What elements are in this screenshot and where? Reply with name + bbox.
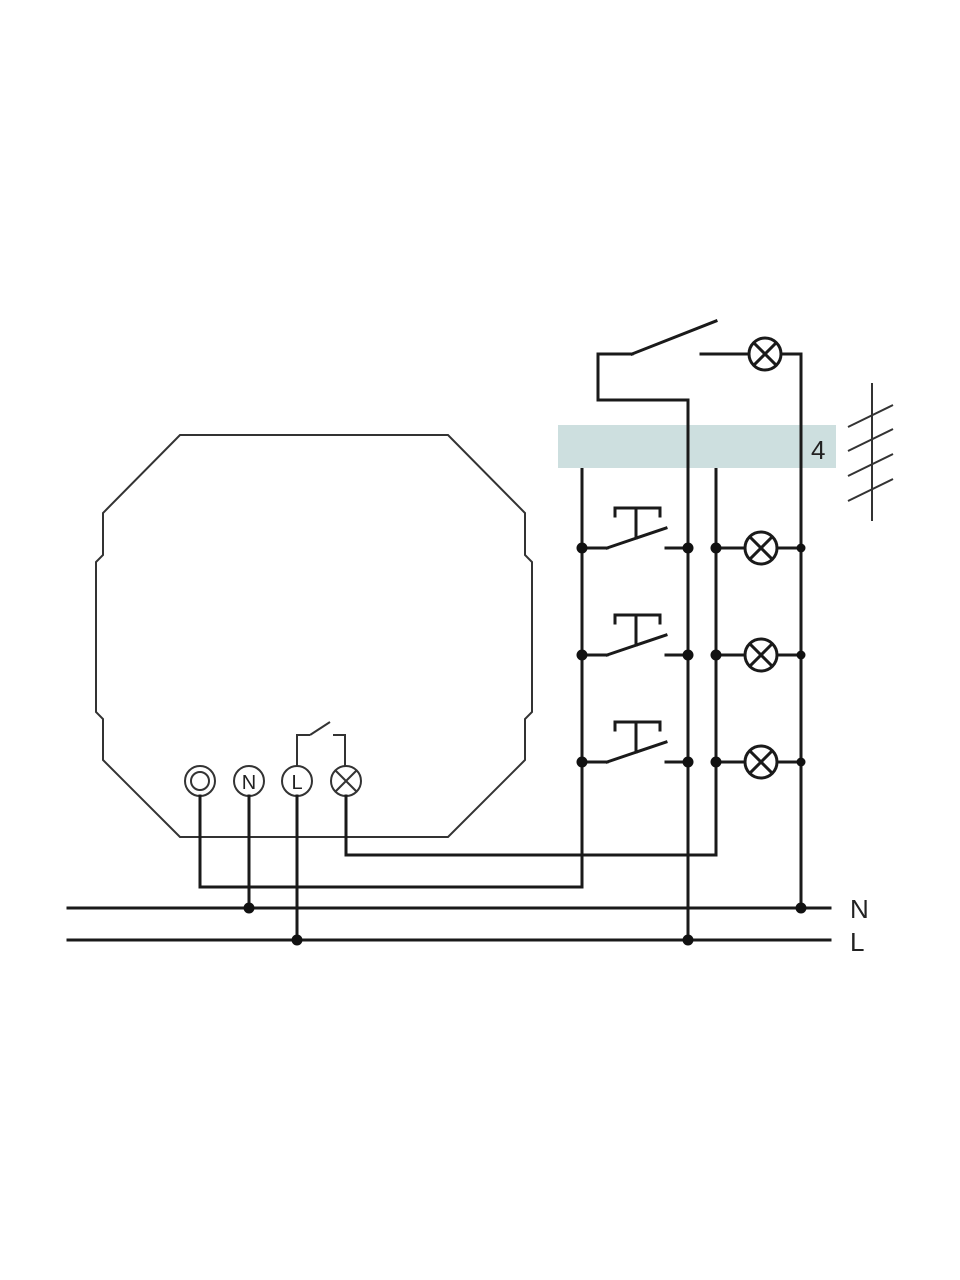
rail-junction-2 [291,934,303,946]
pushbutton-3-node-right [682,756,694,768]
lamp-3-node-right [796,757,806,767]
lamp-3-cross-b [747,748,775,776]
pushbutton-3-node-left [576,756,588,768]
pushbutton-2-node-left [576,649,588,661]
lamp-1-cross-b [747,534,775,562]
device-housing [95,434,533,838]
lamp-2-node-left [710,649,722,661]
pushbutton-2-node-right [682,649,694,661]
wire-input-to-pushbuttons [198,448,584,889]
neutral-rail-label: N [850,894,869,924]
cable-band-label: 4 [811,435,825,465]
lamp-1-node-left [710,542,722,554]
wire-line-to-switch [596,352,690,942]
pushbutton-lamp-rows [243,506,807,946]
terminal-lamp-output [330,765,362,797]
terminal-line: L [281,765,313,797]
top-lamp-icon [747,336,783,372]
rail-junction-3 [682,934,694,946]
cable-band [558,425,836,468]
terminal-line-label: L [291,772,302,794]
lamp-3-node-left [710,756,722,768]
conventional-switch [630,319,750,356]
terminal-neutral-label: N [242,772,256,794]
four-conductor-cable-icon [847,383,894,521]
rail-junction-1 [243,902,255,914]
lamp-1-node-right [796,543,806,553]
lamp-2-node-right [796,650,806,660]
internal-relay-contact [296,721,346,767]
lamp-2-cross-b [747,641,775,669]
line-rail-label: L [850,927,864,957]
rail-junction-4 [795,902,807,914]
pushbutton-1-node-right [682,542,694,554]
terminal-input [184,765,216,797]
terminal-neutral: N [233,765,265,797]
pushbutton-1-node-left [576,542,588,554]
